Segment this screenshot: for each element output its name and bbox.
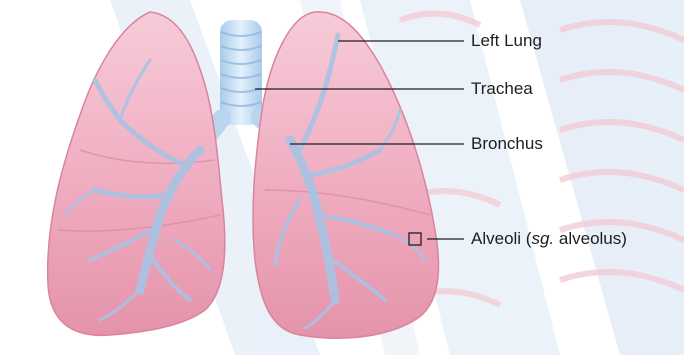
label-bronchus: Bronchus [471,134,543,154]
label-alveoli-abbrev: sg. [531,229,554,248]
label-trachea: Trachea [471,79,533,99]
label-alveoli: Alveoli (sg. alveolus) [471,229,627,249]
label-alveoli-prefix: Alveoli ( [471,229,531,248]
label-left-lung: Left Lung [471,31,542,51]
label-alveoli-suffix: alveolus) [554,229,627,248]
